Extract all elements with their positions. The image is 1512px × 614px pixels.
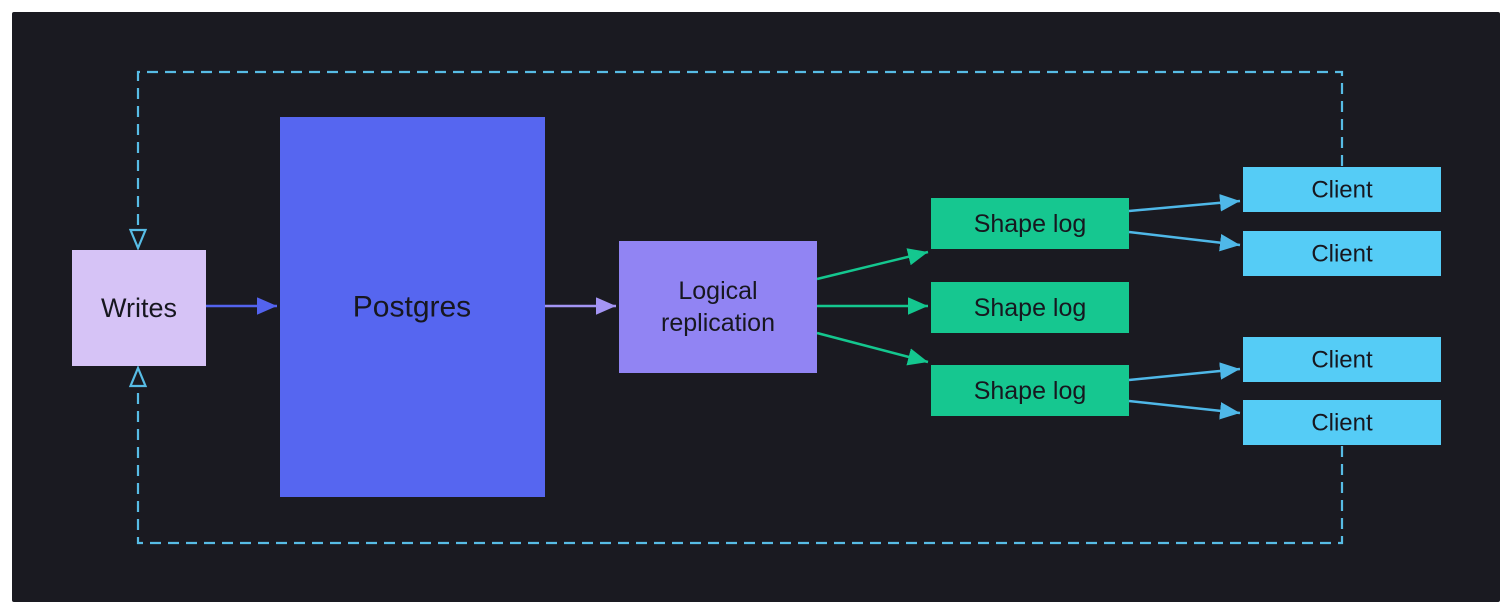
writes-node: Writes	[72, 250, 206, 366]
shape-log-node-2: Shape log	[931, 282, 1129, 333]
shape-log-box-3	[931, 365, 1129, 416]
writes-box	[72, 250, 206, 366]
client-box-2	[1243, 231, 1441, 276]
postgres-node: Postgres	[280, 117, 545, 497]
edge-shape-log-1-to-client-1	[1128, 194, 1241, 213]
client-box-1	[1243, 167, 1441, 212]
shape-log-label-1: Shape log	[974, 210, 1087, 238]
edge-shape-log-1-to-client-2	[1128, 230, 1241, 252]
client-box-3	[1243, 337, 1441, 382]
shape-log-label-2: Shape log	[974, 294, 1087, 322]
feedback-loop-bottom-path	[136, 387, 1344, 545]
feedback-loop-top-arrowhead	[128, 228, 148, 251]
shape-log-box-2	[931, 282, 1129, 333]
client-node-1: Client	[1243, 167, 1441, 212]
shape-log-box-1	[931, 198, 1129, 249]
logical-replication-label-line2: replication	[661, 309, 775, 337]
shape-log-label-3: Shape log	[974, 377, 1087, 405]
postgres-label: Postgres	[353, 291, 471, 324]
client-label-1: Client	[1311, 177, 1373, 204]
edge-logical-replication-to-shape-log-1	[816, 248, 929, 281]
shape-log-node-1: Shape log	[931, 198, 1129, 249]
writes-label: Writes	[101, 293, 177, 323]
client-node-4: Client	[1243, 400, 1441, 445]
client-box-4	[1243, 400, 1441, 445]
client-node-3: Client	[1243, 337, 1441, 382]
shape-log-node-3: Shape log	[931, 365, 1129, 416]
feedback-loop-bottom-arrowhead	[128, 365, 148, 388]
client-label-4: Client	[1311, 410, 1373, 437]
logical-replication-node: Logical replication	[619, 241, 817, 373]
logical-replication-box	[619, 241, 817, 373]
logical-replication-label-line1: Logical	[678, 277, 757, 305]
client-node-2: Client	[1243, 231, 1441, 276]
client-label-2: Client	[1311, 241, 1373, 268]
edge-shape-log-3-to-client-4	[1128, 399, 1241, 420]
edge-logical-replication-to-shape-log-3	[816, 331, 929, 366]
edge-shape-log-3-to-client-3	[1128, 362, 1241, 382]
feedback-loop-top-path	[136, 70, 1344, 229]
client-label-3: Client	[1311, 347, 1373, 374]
postgres-box	[280, 117, 545, 497]
